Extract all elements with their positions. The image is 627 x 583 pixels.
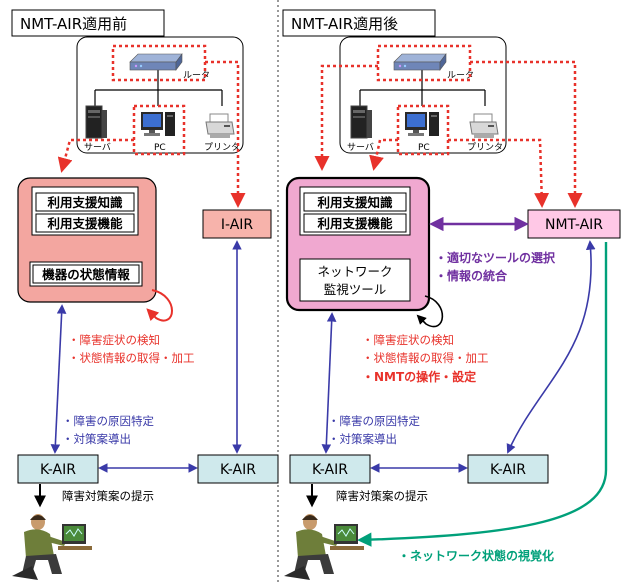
right-knowledge-label: 利用支援知識 [317, 195, 393, 210]
i-air-label: I-AIR [221, 217, 254, 233]
right-title: NMT-AIR適用後 [291, 15, 398, 33]
right-annot-1: ・障害症状の検知 [362, 333, 454, 347]
server-icon [85, 105, 108, 139]
left-knowledge-label: 利用支援知識 [47, 195, 123, 210]
left-state-label: 機器の状態情報 [42, 267, 130, 282]
left-annot-1: ・障害症状の検知 [68, 333, 160, 347]
left-kair-label-1: K-AIR [40, 462, 76, 478]
right-title-box [282, 9, 436, 37]
i-air-box [202, 209, 272, 239]
printer-label: プリンタ [467, 142, 503, 153]
right-kair-box-2 [467, 454, 549, 484]
router-label: ルータ [183, 70, 210, 81]
left-title: NMT-AIR適用前 [20, 15, 127, 33]
router-icon [129, 53, 183, 71]
left-panel: NMT-AIR適用前 ルータ サーバ PC プリンタ 利用支援知識 利用支援機能… [11, 9, 279, 581]
nmt-note-1: ・適切なツールの選択 [435, 250, 556, 265]
nmt-air-label: NMT-AIR [545, 217, 603, 233]
left-cause-1: ・障害の原因特定 [62, 414, 154, 428]
nmt-air-box [527, 209, 621, 239]
printer-label: プリンタ [204, 142, 240, 153]
right-kair-label-2: K-AIR [490, 462, 526, 478]
router-label: ルータ [447, 70, 474, 81]
right-tool-label-2: 監視ツール [324, 282, 387, 297]
server-label: サーバ [84, 142, 111, 153]
nmt-note-2: ・情報の統合 [435, 268, 508, 283]
right-panel: NMT-AIR適用後 ルータ サーバ PC プリンタ 利用支援知識 利用支援機能… [282, 9, 621, 581]
right-cause-1: ・障害の原因特定 [328, 414, 420, 428]
left-cause-2: ・対策案導出 [62, 432, 131, 446]
router-icon [393, 53, 447, 71]
left-function-label: 利用支援機能 [47, 216, 123, 231]
right-operator-icon [283, 513, 365, 581]
server-icon [350, 105, 373, 139]
left-kair-label-2: K-AIR [220, 462, 256, 478]
right-kair-box-1 [289, 454, 371, 484]
right-cause-2: ・対策案導出 [328, 432, 397, 446]
right-present-label: 障害対策案の提示 [336, 489, 428, 503]
left-title-box [11, 9, 165, 37]
right-function-label: 利用支援機能 [317, 216, 393, 231]
visualize-label: ・ネットワーク状態の視覚化 [398, 548, 554, 563]
pc-label: PC [418, 143, 430, 153]
left-operator-icon [11, 513, 93, 581]
left-present-label: 障害対策案の提示 [62, 489, 154, 503]
left-kair-box-2 [197, 454, 279, 484]
left-kair-box-1 [17, 454, 99, 484]
right-tool-label-1: ネットワーク [317, 264, 392, 279]
right-kair-label-1: K-AIR [312, 462, 348, 478]
server-label: サーバ [347, 142, 374, 153]
left-annot-2: ・状態情報の取得・加工 [68, 351, 195, 365]
right-annot-2: ・状態情報の取得・加工 [362, 351, 489, 365]
right-annot-3: ・NMTの操作・設定 [362, 369, 476, 384]
pc-label: PC [154, 143, 166, 153]
